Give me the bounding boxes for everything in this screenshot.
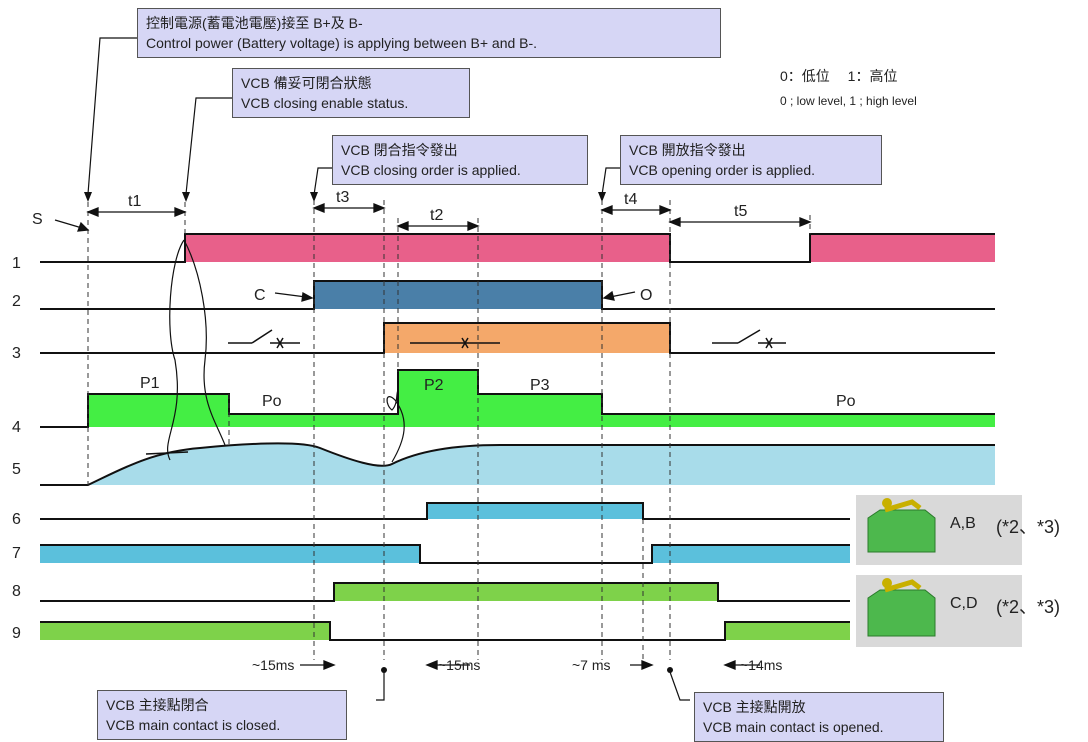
callout-contact-opened-en: VCB main contact is opened. bbox=[703, 719, 884, 735]
ms-label-d: ~14ms bbox=[740, 657, 782, 673]
time-arrows bbox=[86, 203, 812, 231]
row8-fill bbox=[334, 583, 718, 601]
callout-opening-order: VCB 開放指令發出 VCB opening order is applied. bbox=[620, 135, 882, 185]
row-labels: 1 2 3 4 5 6 7 8 9 bbox=[12, 255, 21, 642]
p1-label: P1 bbox=[140, 375, 160, 392]
start-label: S bbox=[32, 211, 43, 228]
t5-label: t5 bbox=[734, 203, 747, 220]
callout-contact-closed: VCB 主接點閉合 VCB main contact is closed. bbox=[97, 690, 347, 740]
row1-fill-a bbox=[185, 234, 670, 262]
leader-arrowheads bbox=[84, 192, 673, 673]
p3-label: P3 bbox=[530, 377, 550, 394]
row-label-6: 6 bbox=[12, 511, 21, 528]
row2-fill bbox=[314, 281, 602, 309]
relay-note-ab: (*2、*3) bbox=[996, 517, 1061, 537]
callout-opening-order-en: VCB opening order is applied. bbox=[629, 162, 816, 178]
relay-illustration-cd bbox=[856, 575, 1022, 647]
p0-label-a: Po bbox=[262, 393, 282, 410]
start-arrow bbox=[54, 219, 90, 232]
callout-closing-enable-en: VCB closing enable status. bbox=[241, 95, 409, 111]
row-label-9: 9 bbox=[12, 625, 21, 642]
row3-fill bbox=[384, 323, 670, 353]
row6-signal bbox=[40, 502, 850, 520]
callout-closing-order-en: VCB closing order is applied. bbox=[341, 162, 521, 178]
relay-label-cd: C,D bbox=[950, 595, 978, 612]
callout-closing-enable-zh: VCB 備妥可閉合狀態 bbox=[241, 75, 372, 91]
callout-closing-enable: VCB 備妥可閉合狀態 VCB closing enable status. bbox=[232, 68, 470, 118]
ms-arrows bbox=[300, 660, 760, 670]
leader-lines bbox=[87, 37, 690, 701]
row-label-2: 2 bbox=[12, 293, 21, 310]
row-label-7: 7 bbox=[12, 545, 21, 562]
relay-label-ab: A,B bbox=[950, 515, 976, 532]
t1-label: t1 bbox=[128, 193, 141, 210]
causal-loop-1 bbox=[166, 239, 226, 461]
callout-closing-order-zh: VCB 閉合指令發出 bbox=[341, 142, 458, 158]
callout-contact-opened-zh: VCB 主接點開放 bbox=[703, 699, 806, 715]
t3-label: t3 bbox=[336, 189, 349, 206]
t4-label: t4 bbox=[624, 191, 637, 208]
dashed-guides bbox=[87, 200, 811, 660]
callout-opening-order-zh: VCB 開放指令發出 bbox=[629, 142, 746, 158]
row5-fill bbox=[88, 443, 995, 485]
row-label-4: 4 bbox=[12, 419, 21, 436]
callout-contact-closed-zh: VCB 主接點閉合 bbox=[106, 697, 209, 713]
row-label-5: 5 bbox=[12, 461, 21, 478]
callout-control-power-en: Control power (Battery voltage) is apply… bbox=[146, 35, 538, 51]
row5-marker bbox=[145, 451, 189, 455]
callout-control-power: 控制電源(蓄電池電壓)接至 B+及 B- Control power (Batt… bbox=[137, 8, 721, 58]
causal-loop-2 bbox=[386, 389, 405, 463]
row7-fill-b bbox=[652, 545, 850, 563]
switch-symbol-open-1 bbox=[228, 329, 300, 349]
row7-fill-a bbox=[40, 545, 420, 563]
open-signal-label: O bbox=[640, 287, 652, 304]
callout-contact-opened: VCB 主接點開放 VCB main contact is opened. bbox=[694, 692, 944, 742]
row-label-1: 1 bbox=[12, 255, 21, 272]
callout-contact-closed-en: VCB main contact is closed. bbox=[106, 717, 281, 733]
callout-closing-order: VCB 閉合指令發出 VCB closing order is applied. bbox=[332, 135, 588, 185]
row-label-8: 8 bbox=[12, 583, 21, 600]
row9-signal bbox=[40, 621, 850, 641]
row7-signal bbox=[40, 544, 850, 564]
p0-label-b: Po bbox=[836, 393, 856, 410]
switch-symbol-closed bbox=[410, 337, 500, 349]
row2-signal bbox=[40, 280, 995, 310]
row9-fill-a bbox=[40, 622, 330, 640]
row-label-3: 3 bbox=[12, 345, 21, 362]
p2-label: P2 bbox=[424, 377, 444, 394]
relay-note-cd: (*2、*3) bbox=[996, 597, 1061, 617]
ms-label-c: ~7 ms bbox=[572, 657, 611, 673]
level-legend-en: 0 ; low level, 1 ; high level bbox=[780, 94, 917, 108]
close-signal-label: C bbox=[254, 287, 266, 304]
level-legend-zh: 0：低位 1：高位 bbox=[780, 68, 898, 84]
row6-fill bbox=[427, 503, 643, 519]
row4-fill bbox=[88, 370, 995, 427]
row9-fill-b bbox=[725, 622, 850, 640]
ms-label-b: ~15ms bbox=[438, 657, 480, 673]
callout-control-power-zh: 控制電源(蓄電池電壓)接至 B+及 B- bbox=[146, 15, 363, 31]
row5-signal bbox=[40, 442, 995, 486]
row1-fill-b bbox=[810, 234, 995, 262]
row8-signal bbox=[40, 582, 850, 602]
ms-label-a: ~15ms bbox=[252, 657, 294, 673]
t2-label: t2 bbox=[430, 207, 443, 224]
row3-signal bbox=[40, 322, 995, 354]
switch-symbol-open-2 bbox=[712, 329, 786, 349]
signal-arrows bbox=[274, 290, 636, 302]
relay-illustration-ab bbox=[856, 495, 1022, 565]
